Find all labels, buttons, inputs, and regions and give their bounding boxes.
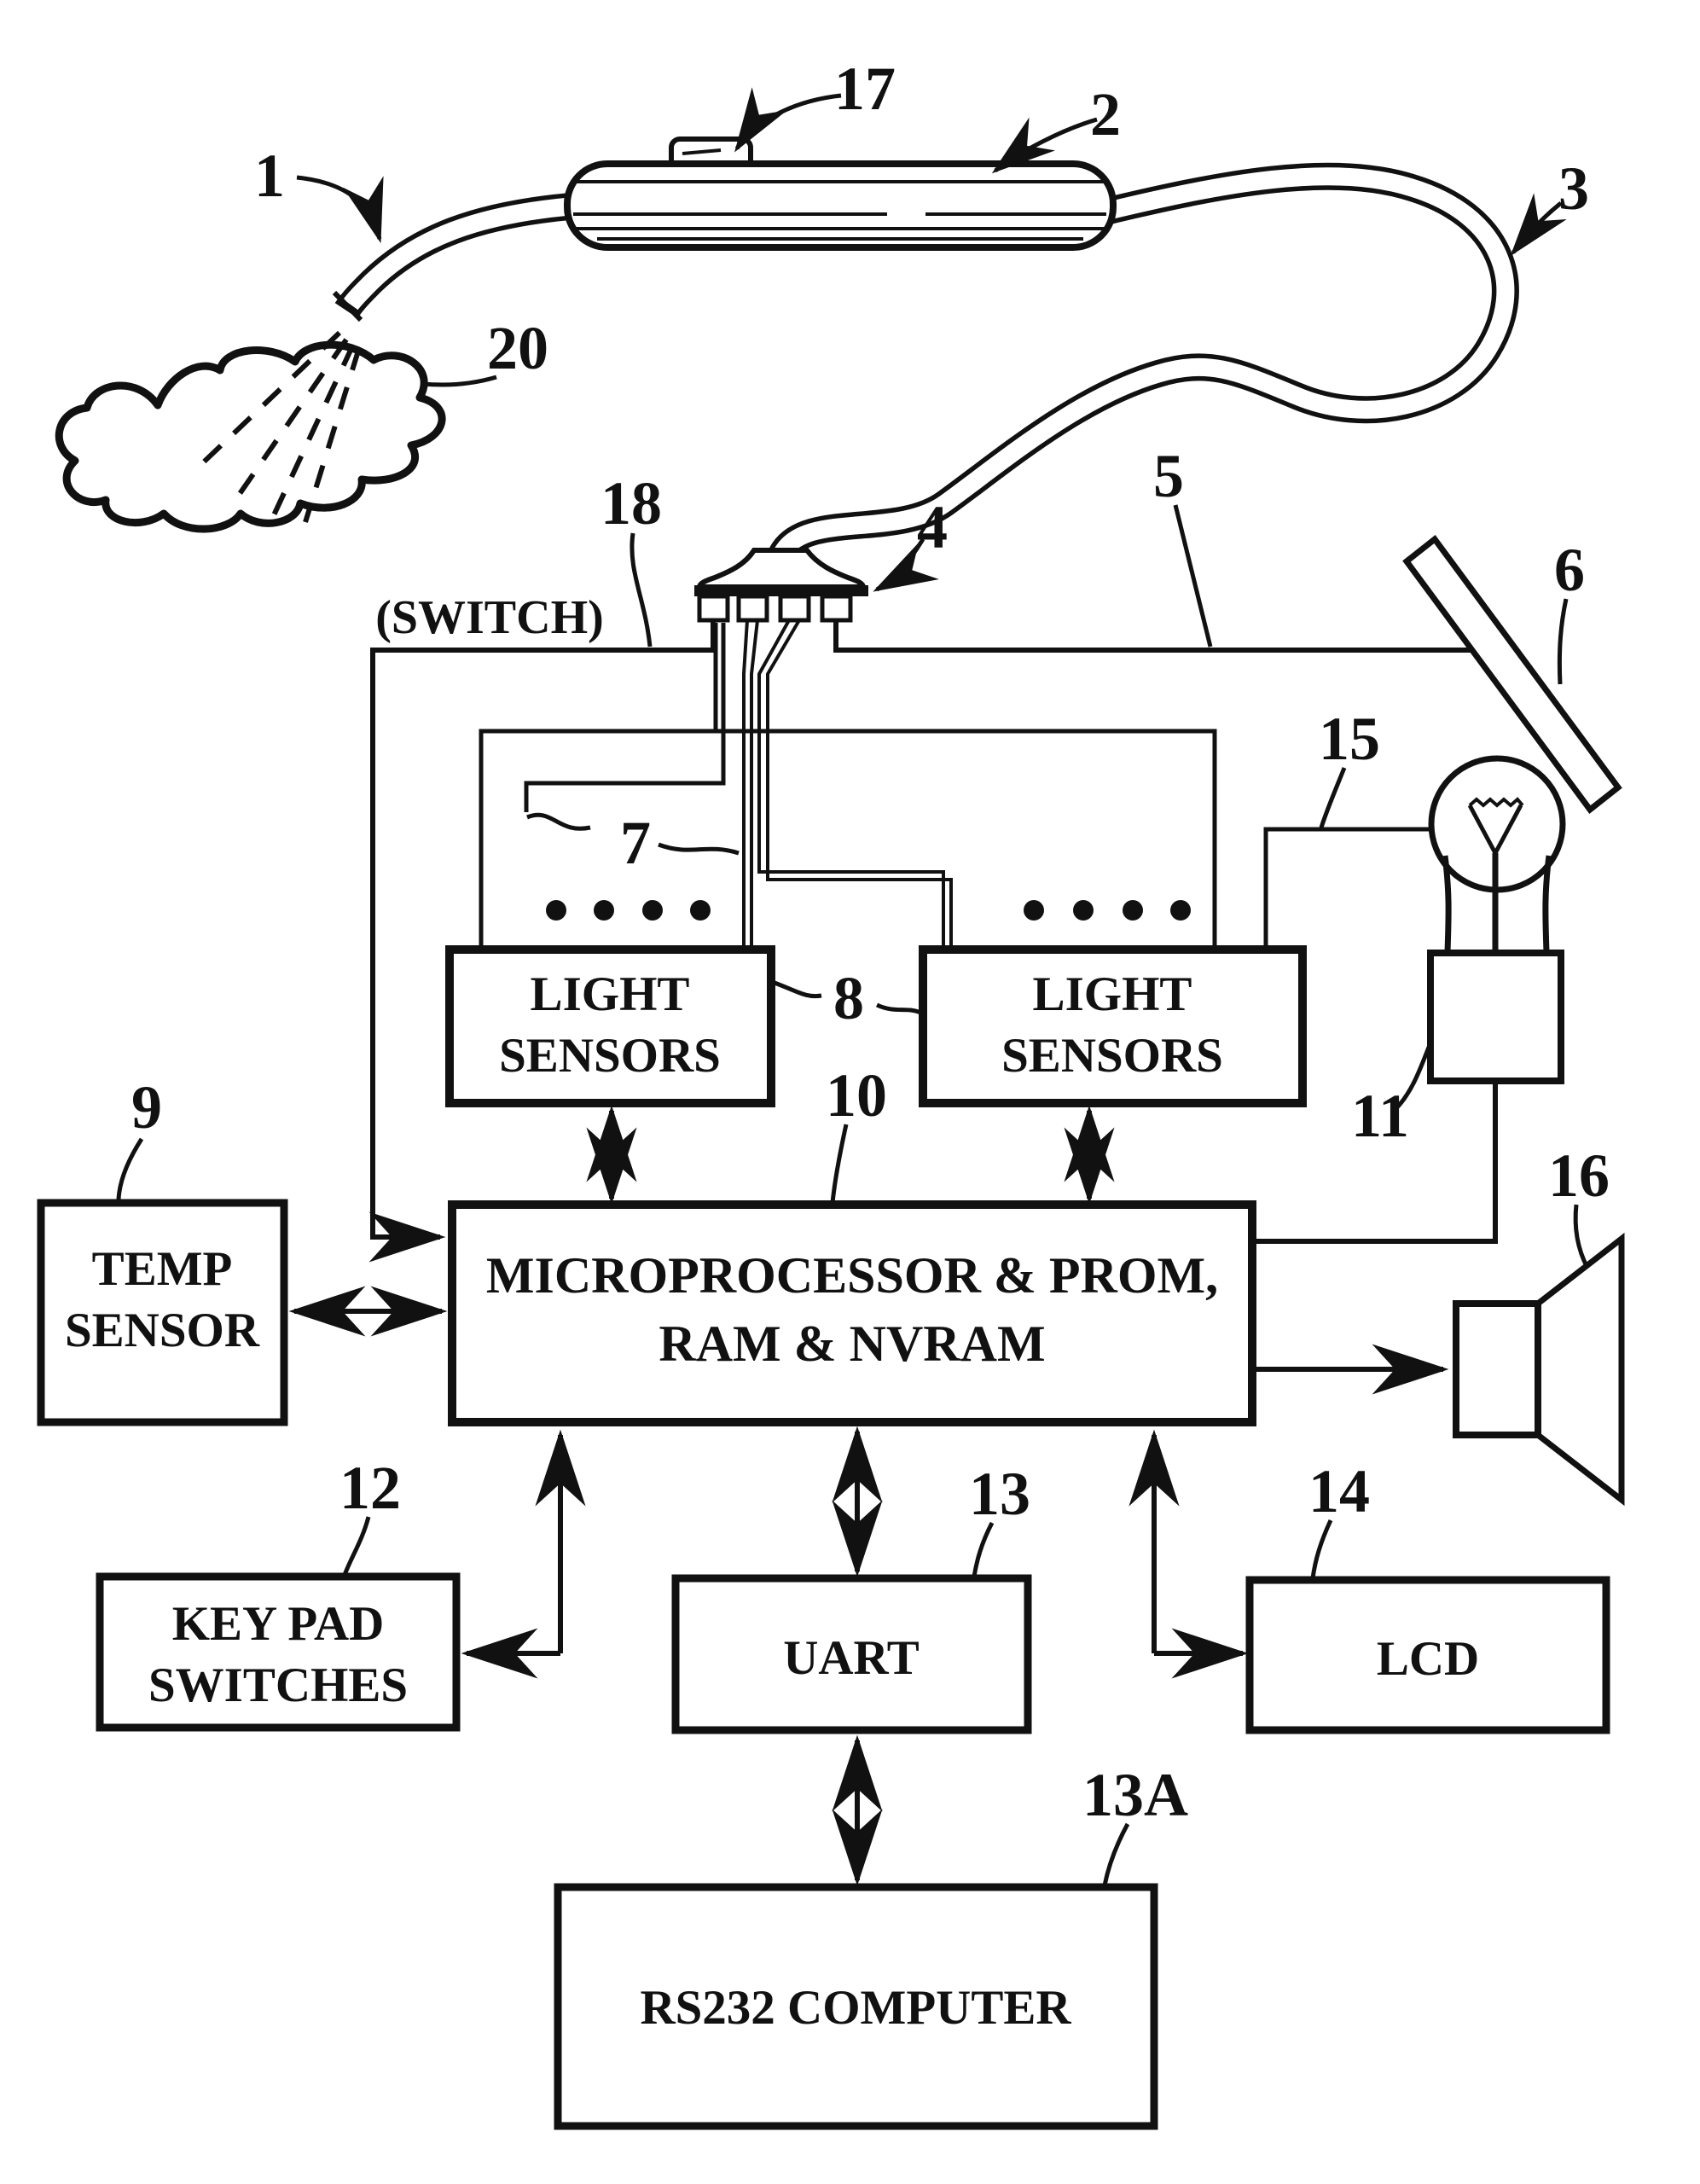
leader-9	[116, 1137, 144, 1200]
bus-arrows	[288, 1105, 1249, 1886]
leader-5	[1173, 504, 1213, 648]
leader-13a	[1102, 1822, 1130, 1886]
leader-3	[1510, 193, 1567, 257]
block-light-sensors-left: LIGHT SENSORS	[445, 945, 775, 1107]
leader-20	[422, 375, 497, 387]
fiber-bundle-wires	[479, 619, 1217, 947]
block-rs232: RS232 COMPUTER	[554, 1883, 1158, 2130]
block-lcd: LCD	[1245, 1576, 1610, 1734]
leader-8-left	[774, 980, 822, 999]
ref-label-13: 13	[969, 1460, 1030, 1528]
ref-label-20: 20	[487, 314, 548, 382]
rs232-label: RS232 COMPUTER	[640, 1981, 1071, 2035]
ref-label-6: 6	[1554, 536, 1585, 604]
leader-14	[1310, 1519, 1333, 1579]
ref-label-9: 9	[131, 1073, 162, 1141]
ref-label-5: 5	[1153, 442, 1184, 510]
handle-icon	[564, 136, 1117, 251]
lcd-label: LCD	[1377, 1632, 1479, 1686]
ref-label-13a: 13A	[1082, 1761, 1188, 1829]
mirror-icon	[1402, 535, 1622, 814]
temp-sensor-label-line2: SENSOR	[65, 1304, 260, 1357]
ref-label-4: 4	[917, 493, 948, 561]
lamp-icon	[1256, 755, 1566, 1244]
leader-7-right	[658, 842, 740, 856]
lamp-base-icon	[1427, 950, 1564, 1084]
ref-label-3: 3	[1558, 154, 1589, 223]
switch-annotation: (SWITCH)	[375, 591, 604, 644]
ref-label-7: 7	[620, 809, 651, 877]
ref-label-17: 17	[834, 55, 896, 123]
temp-sensor-label-line1: TEMP	[92, 1242, 233, 1296]
block-keypad: KEY PAD SWITCHES	[96, 1572, 461, 1732]
cable-icon	[769, 162, 1519, 562]
block-uart: UART	[671, 1574, 1032, 1734]
ref-label-8: 8	[833, 964, 864, 1032]
leader-1	[296, 175, 384, 244]
reference-labels: 1 17 2 3 20 18 4 5 6 15 7 8 11 9 10 16 1…	[131, 55, 1610, 1829]
light-sensors-left-label-line1: LIGHT	[531, 967, 690, 1021]
microprocessor-label-line1: MICROPROCESSOR & PROM,	[486, 1247, 1218, 1304]
leader-17	[734, 87, 842, 153]
light-sensors-left-label-line2: SENSORS	[499, 1029, 721, 1083]
ref-label-12: 12	[339, 1454, 401, 1522]
leader-8-right	[875, 1002, 922, 1015]
leader-2	[991, 117, 1098, 174]
keypad-label-line1: KEY PAD	[172, 1597, 385, 1651]
fiber-ends-left-icon	[546, 900, 711, 921]
ref-label-18: 18	[601, 469, 662, 537]
leader-4	[873, 537, 939, 592]
leader-11	[1394, 1044, 1432, 1111]
leader-12	[342, 1516, 371, 1576]
ref-label-2: 2	[1090, 80, 1121, 148]
leader-7-left	[526, 812, 591, 831]
fiber-ends-right-icon	[1024, 900, 1191, 921]
ref-label-16: 16	[1548, 1141, 1610, 1210]
light-sensors-right-label-line2: SENSORS	[1001, 1029, 1223, 1083]
leader-13	[972, 1521, 995, 1577]
block-temp-sensor: TEMP SENSOR	[37, 1199, 288, 1426]
block-light-sensors-right: LIGHT SENSORS	[919, 945, 1307, 1107]
switch-line	[368, 620, 716, 1263]
ref-label-11: 11	[1351, 1082, 1409, 1150]
leader-16	[1573, 1204, 1590, 1269]
block-microprocessor: MICROPROCESSOR & PROM, RAM & NVRAM	[448, 1200, 1256, 1426]
ref-label-15: 15	[1319, 705, 1380, 773]
wand-icon	[332, 193, 572, 322]
uart-label: UART	[783, 1631, 920, 1685]
leader-10	[830, 1124, 849, 1204]
ref-label-14: 14	[1308, 1457, 1370, 1525]
spray-lines-icon	[195, 330, 362, 523]
connector-icon	[694, 548, 868, 623]
ref-label-1: 1	[254, 142, 285, 210]
ref-label-10: 10	[826, 1061, 887, 1130]
leader-18	[630, 532, 653, 648]
spray-blob	[55, 340, 446, 533]
leader-6	[1557, 598, 1569, 685]
light-sensors-right-label-line1: LIGHT	[1033, 967, 1192, 1021]
lamp-light-line	[833, 620, 1471, 653]
leader-15	[1319, 767, 1347, 828]
microprocessor-label-line2: RAM & NVRAM	[659, 1316, 1045, 1372]
leader-lines	[116, 87, 1590, 1886]
keypad-label-line2: SWITCHES	[148, 1658, 408, 1712]
speaker-icon	[1453, 1232, 1625, 1507]
